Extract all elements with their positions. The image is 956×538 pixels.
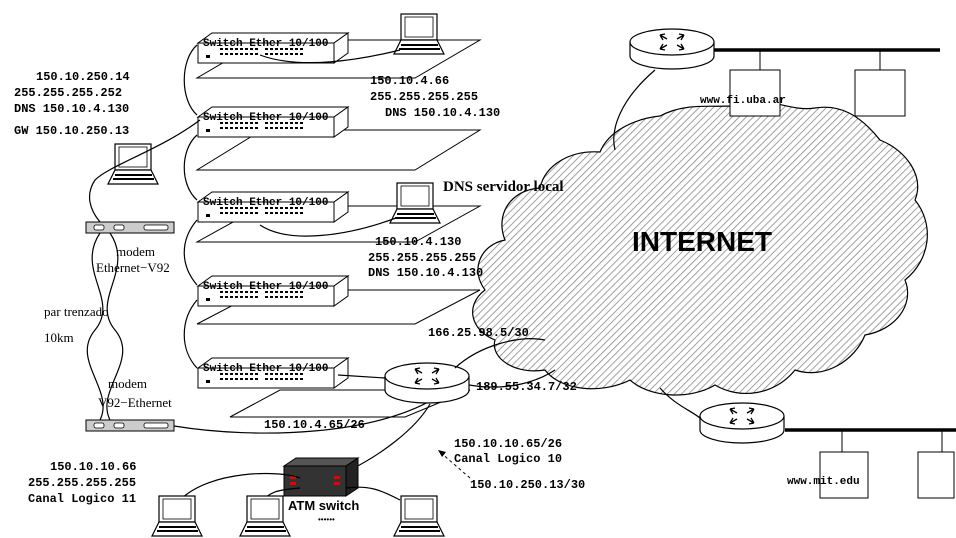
- atm-host-laptop-icon: [393, 495, 445, 537]
- router-icon: [384, 362, 470, 404]
- atm-router-channel: Canal Logico 10: [454, 452, 562, 466]
- modem-bottom-label-2: V92−Ethernet: [98, 395, 172, 410]
- twisted-pair-cable: [86, 232, 124, 421]
- site-mit-label: www.mit.edu: [787, 476, 860, 488]
- switch-label: Switch Ether 10/100: [203, 38, 328, 50]
- twisted-pair-distance: 10km: [44, 330, 74, 345]
- host-top-ip: 150.10.4.66: [370, 74, 449, 88]
- atm-host-ip: 150.10.10.66: [50, 460, 136, 474]
- host-top-dns: DNS 150.10.4.130: [385, 106, 500, 120]
- switch-label: Switch Ether 10/100: [203, 281, 328, 293]
- internet-cloud: [472, 101, 928, 396]
- modem-top-label-1: modem: [116, 244, 155, 259]
- atm-host-laptop-icon: [239, 495, 291, 537]
- dns-server-mask: 255.255.255.255: [368, 251, 476, 265]
- dns-server-title: DNS servidor local: [443, 179, 564, 195]
- wan1-address: 166.25.98.5/30: [428, 326, 529, 340]
- ethernet-switch: Switch Ether 10/100: [197, 32, 349, 64]
- twisted-pair-label: par trenzado: [44, 304, 109, 319]
- router-icon: [699, 402, 785, 444]
- internet-label: INTERNET: [632, 226, 772, 257]
- modem-top-label-2: Ethernet−V92: [96, 260, 170, 275]
- atm-host-laptop-icon: [151, 495, 203, 537]
- dialup-mask: 255.255.255.252: [14, 86, 122, 100]
- channel-pointer-arrow: [439, 451, 471, 479]
- modem-bottom-label-1: modem: [108, 376, 147, 391]
- atm-switch-dots: ••••••: [318, 515, 335, 524]
- dialup-gw: GW 150.10.250.13: [14, 124, 129, 138]
- ethernet-switch: Switch Ether 10/100: [197, 275, 349, 307]
- atm-host-channel: Canal Logico 11: [28, 492, 136, 506]
- site-fiuba-label: www.fi.uba.ar: [700, 95, 786, 107]
- host-top-mask: 255.255.255.255: [370, 90, 478, 104]
- dialup-dns: DNS 150.10.4.130: [14, 102, 129, 116]
- wan2-address: 189.55.34.7/32: [476, 380, 577, 394]
- host-laptop-icon: [393, 13, 445, 55]
- atm-router-address: 150.10.10.65/26: [454, 437, 562, 451]
- ethernet-switch: Switch Ether 10/100: [197, 191, 349, 223]
- lan-segment-platform: [195, 129, 482, 171]
- ethernet-switch: Switch Ether 10/100: [197, 357, 349, 389]
- ethernet-switch: Switch Ether 10/100: [197, 106, 349, 138]
- atm-host-mask: 255.255.255.255: [28, 476, 136, 490]
- dialup-ip: 150.10.250.14: [36, 70, 130, 84]
- dns-server-ip: 150.10.4.130: [375, 235, 461, 249]
- ppp-address: 150.10.250.13/30: [470, 478, 585, 492]
- dns-server-dns: DNS 150.10.4.130: [368, 266, 483, 280]
- dns-server-laptop-icon: [389, 182, 441, 224]
- switch-label: Switch Ether 10/100: [203, 363, 328, 375]
- switch-label: Switch Ether 10/100: [203, 112, 328, 124]
- switch-label: Switch Ether 10/100: [203, 197, 328, 209]
- atm-switch-icon: [282, 457, 360, 497]
- router-icon: [629, 28, 715, 70]
- modem-v92-ethernet-icon: [85, 419, 175, 432]
- modem-ethernet-v92-icon: [85, 221, 175, 234]
- atm-switch-label: ATM switch: [288, 498, 359, 513]
- lan-address: 150.10.4.65/26: [264, 418, 365, 432]
